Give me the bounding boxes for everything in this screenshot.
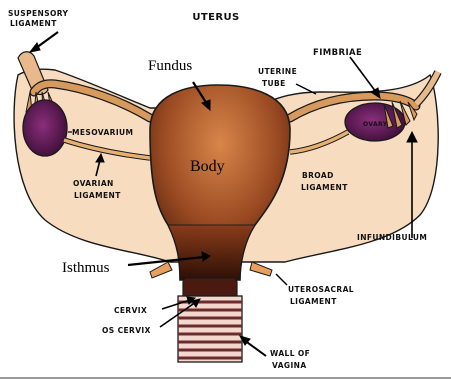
label-ovarian-ligament-1: OVARIAN <box>73 179 114 188</box>
uterus-isthmus <box>168 225 255 280</box>
diagram-title: UTERUS <box>192 12 239 23</box>
label-wall-of-vagina-2: VAGINA <box>272 361 307 370</box>
uterosacral-ligament-right <box>250 262 272 276</box>
label-broad-ligament-2: LIGAMENT <box>301 183 348 192</box>
label-os-cervix: OS CERVIX <box>102 326 151 335</box>
label-wall-of-vagina-1: WALL OF <box>270 349 310 358</box>
label-body: Body <box>190 158 225 175</box>
label-isthmus: Isthmus <box>62 260 110 276</box>
label-cervix: CERVIX <box>114 306 147 315</box>
vagina-shape <box>178 296 242 362</box>
left-ovary <box>23 100 67 156</box>
label-fundus: Fundus <box>148 58 192 74</box>
label-uterine-tube-2: TUBE <box>262 79 286 88</box>
uterosacral-ligament-left <box>150 262 172 278</box>
label-fimbriae: FIMBRIAE <box>313 48 362 58</box>
label-ovarian-ligament-2: LIGAMENT <box>74 191 121 200</box>
label-infundibulum: INFUNDIBULUM <box>357 233 427 242</box>
label-broad-ligament-1: BROAD <box>302 171 334 180</box>
label-uterine-tube-1: UTERINE <box>258 67 297 76</box>
label-suspensory-ligament-1: SUSPENSORY <box>8 9 69 18</box>
label-ovary: OVARY <box>363 121 388 128</box>
label-uterosacral-ligament-1: UTEROSACRAL <box>288 285 354 294</box>
label-mesovarium: MESOVARIUM <box>72 128 133 137</box>
label-uterosacral-ligament-2: LIGAMENT <box>290 297 337 306</box>
label-suspensory-ligament-2: LIGAMENT <box>10 19 57 28</box>
